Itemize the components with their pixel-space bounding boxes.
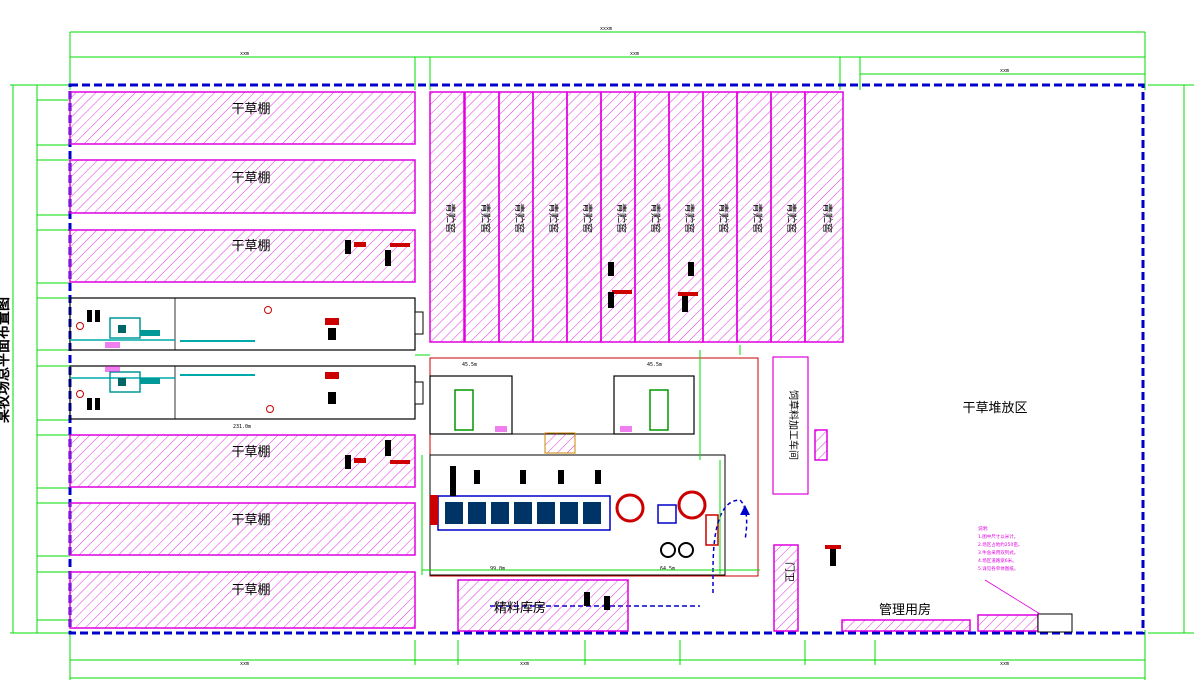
drawing-title: 某牧场总平面布置图 [0, 297, 12, 423]
notes-block: 说明: 1.图中尺寸以米计。 2.场区占地约250亩。 3.牛舍采用双列式。 4… [978, 525, 1022, 572]
management-room [841, 619, 971, 632]
legend-box [1037, 613, 1073, 633]
equipment-markers [345, 240, 410, 469]
barn-1 [69, 297, 416, 351]
svg-text:xxm: xxm [240, 51, 249, 57]
dim-45m-a: 45.5m [462, 362, 477, 368]
hay-shed-row: 干草棚 干草棚 干草棚 干草棚 干草棚 干草棚 [69, 91, 416, 629]
feed-warehouse-label: 精料库房 [494, 600, 546, 616]
site-boundary [68, 83, 1145, 635]
hay-shed-label: 干草棚 [231, 102, 270, 117]
guard-label: 门卫 [783, 562, 796, 582]
svg-text:xxm: xxm [1000, 68, 1009, 74]
hay-shed-label: 干草棚 [231, 583, 270, 598]
silage-label: 青贮窖 [547, 203, 560, 233]
cattle-barns [69, 297, 424, 420]
silage-label: 青贮窖 [717, 203, 730, 233]
guard-building [773, 544, 799, 632]
silage-label: 青贮窖 [444, 203, 457, 233]
note-line: 4.场区道路宽6米。 [978, 557, 1017, 564]
dimension-lines: xxxm xxm xxm xxm xxm xxm xxm [10, 26, 1194, 680]
annex-building [977, 614, 1039, 632]
hay-shed-1 [69, 91, 416, 145]
silage-label: 青贮窖 [581, 203, 594, 233]
svg-text:xxm: xxm [240, 661, 249, 667]
feed-warehouse [457, 579, 629, 632]
small-building [814, 429, 828, 461]
note-line: 2.场区占地约250亩。 [978, 541, 1022, 548]
hay-shed-5 [69, 502, 416, 556]
note-line: 3.牛舍采用双列式。 [978, 549, 1018, 556]
silage-row: 青贮窖 青贮窖 青贮窖 青贮窖 青贮窖 青贮窖 青贮窖 青贮窖 青贮窖 青贮窖 … [429, 91, 844, 343]
processing-building-label: 饲草料加工车间 [787, 390, 800, 460]
hay-shed-3 [69, 229, 416, 283]
svg-text:xxm: xxm [1000, 661, 1009, 667]
hay-storage-area-label: 干草堆放区 [962, 401, 1027, 416]
dim-231m: 231.0m [233, 424, 251, 430]
hay-shed-2 [69, 159, 416, 214]
silage-label: 青贮窖 [615, 203, 628, 233]
hay-shed-label: 干草棚 [231, 171, 270, 186]
silage-label: 青贮窖 [649, 203, 662, 233]
hay-shed-label: 干草棚 [231, 513, 270, 528]
hay-shed-6 [69, 571, 416, 629]
silage-label: 青贮窖 [513, 203, 526, 233]
note-line: 5.详见各单体图纸。 [978, 565, 1018, 572]
svg-text:xxxm: xxxm [600, 26, 612, 32]
management-room-label: 管理用房 [879, 602, 931, 618]
note-line: 说明: [978, 525, 989, 532]
svg-text:xxm: xxm [520, 661, 529, 667]
note-line: 1.图中尺寸以米计。 [978, 533, 1018, 540]
dim-64m: 64.5m [660, 566, 675, 572]
dim-99m: 99.0m [490, 566, 505, 572]
silage-label: 青贮窖 [683, 203, 696, 233]
silage-label: 青贮窖 [821, 203, 834, 233]
dim-45m-b: 45.5m [647, 362, 662, 368]
processing-building [772, 356, 809, 495]
svg-text:xxm: xxm [630, 51, 639, 57]
silage-label: 青贮窖 [751, 203, 764, 233]
silage-label: 青贮窖 [785, 203, 798, 233]
silage-label: 青贮窖 [479, 203, 492, 233]
hay-shed-label: 干草棚 [231, 239, 270, 254]
hay-shed-label: 干草棚 [231, 445, 270, 460]
central-facility [429, 357, 759, 607]
